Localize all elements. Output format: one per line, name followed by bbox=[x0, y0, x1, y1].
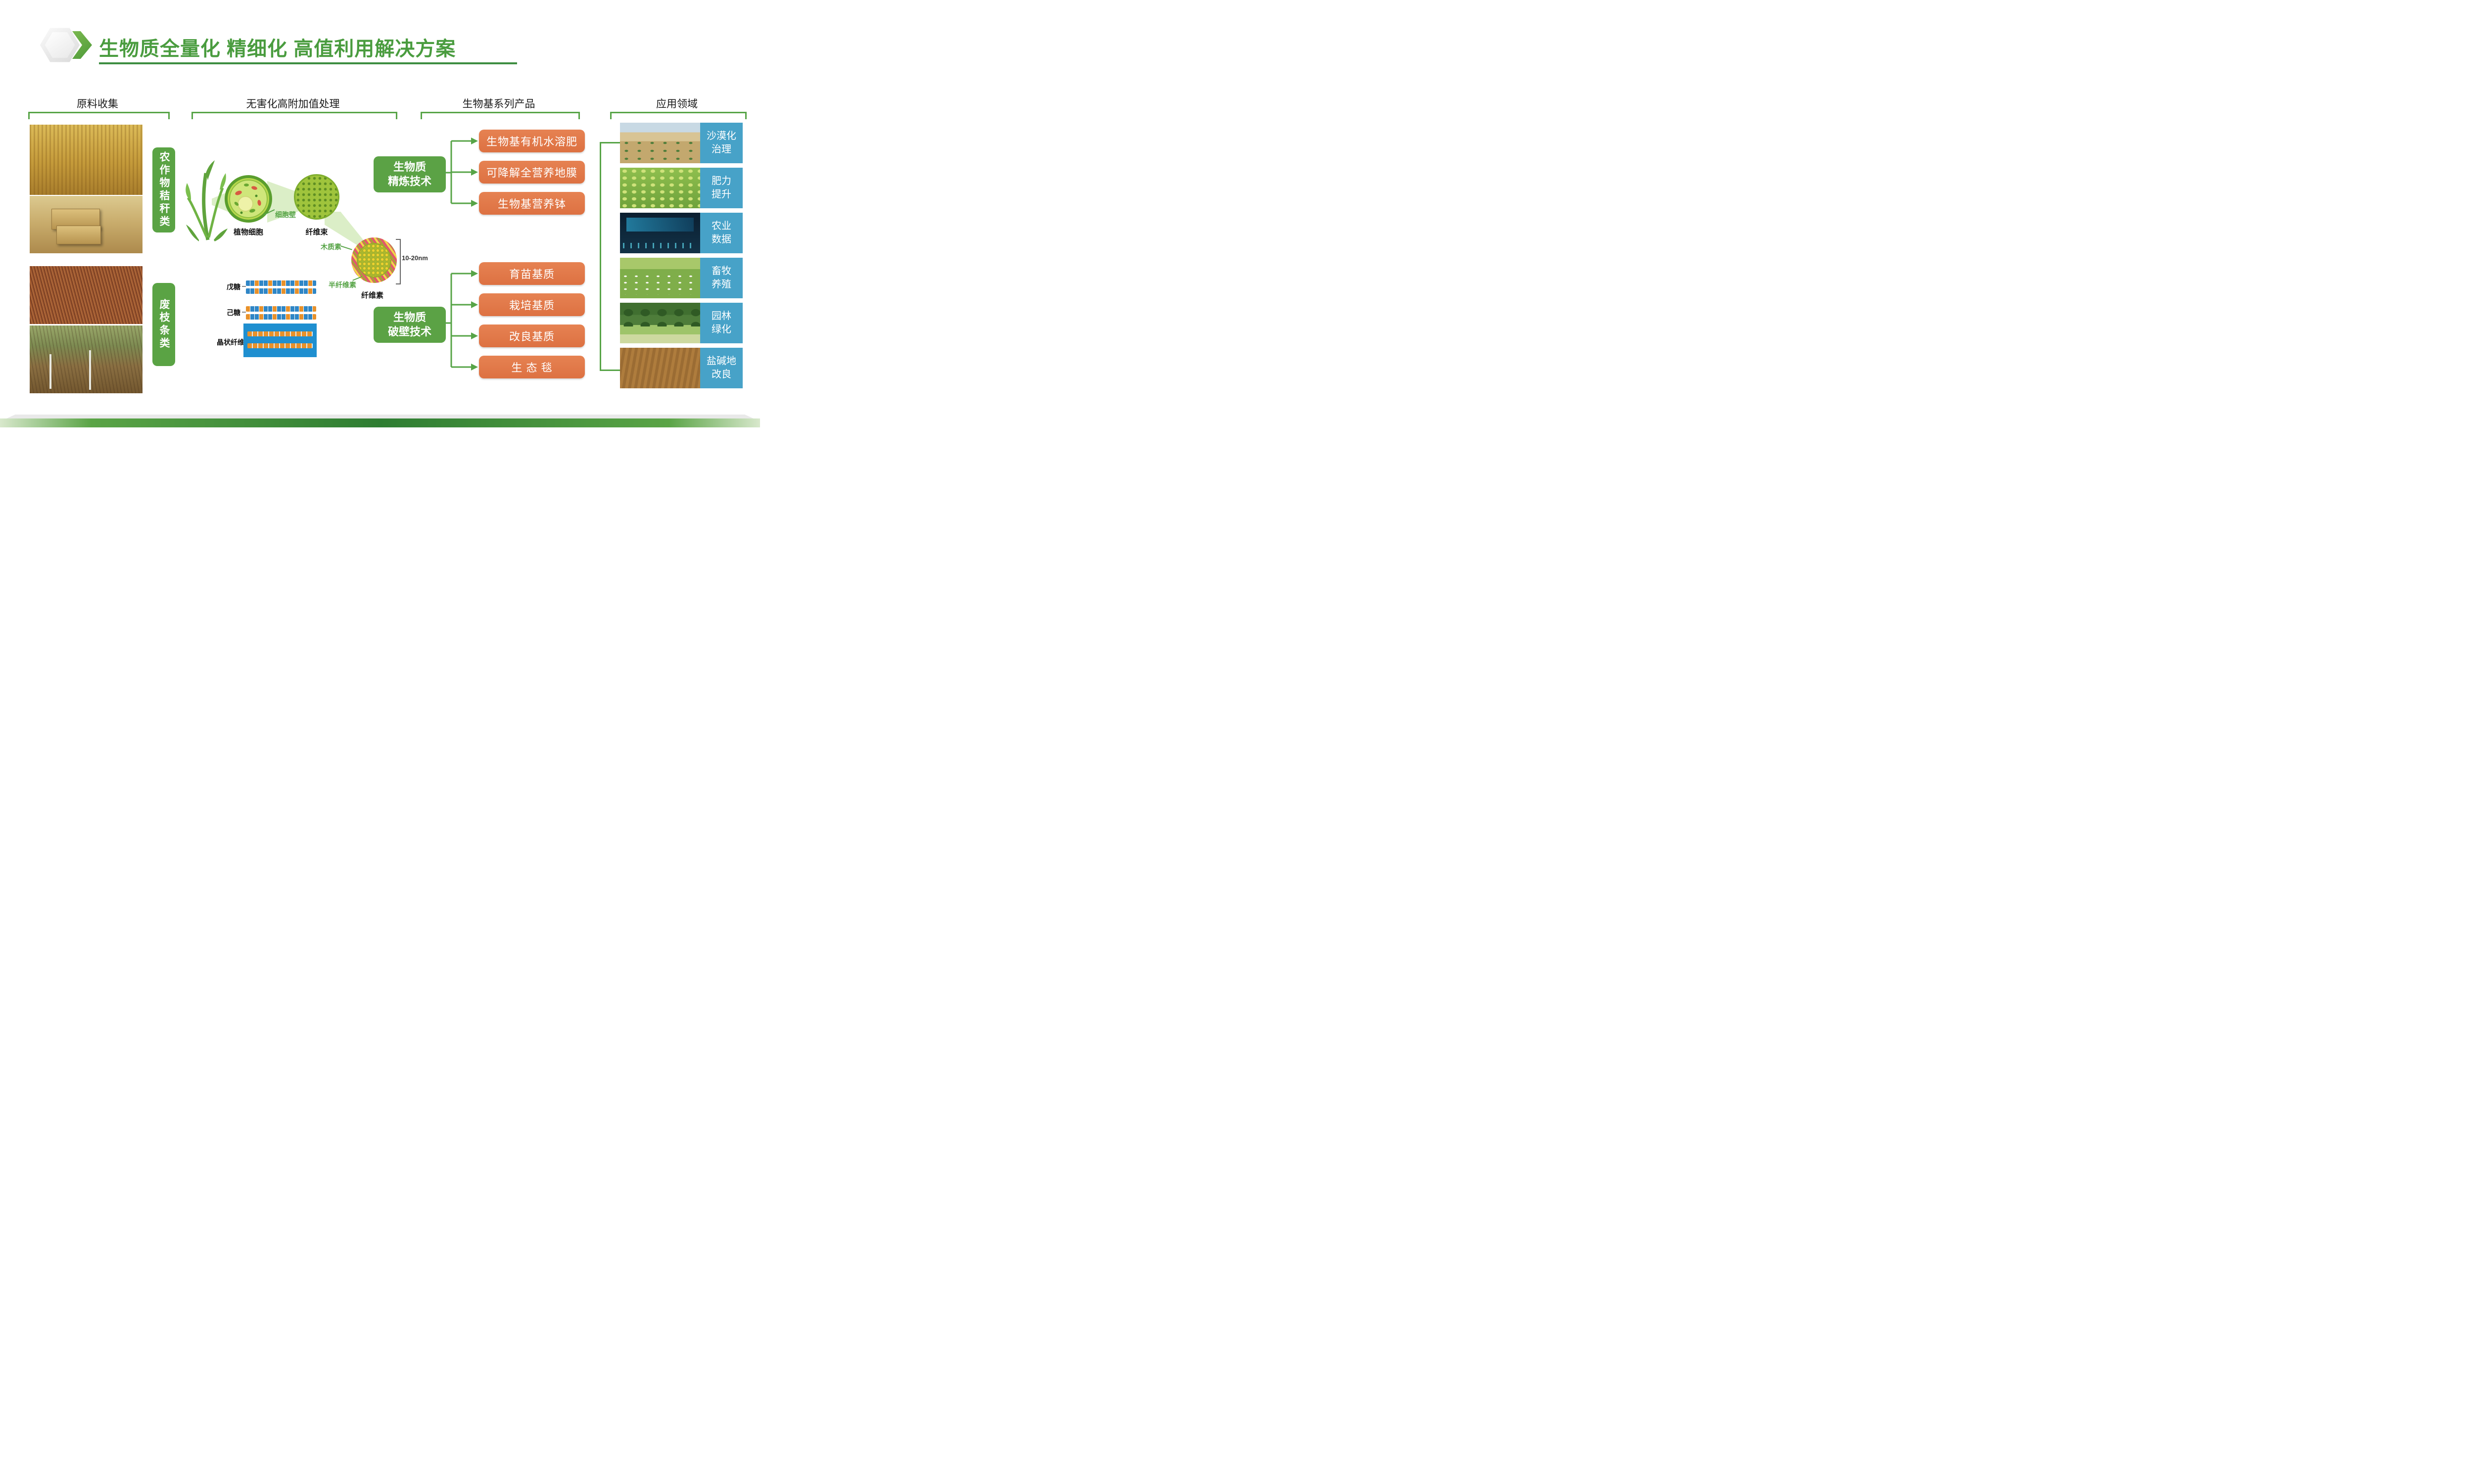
app-photo-livestock bbox=[620, 258, 700, 298]
plant-illustration bbox=[186, 160, 228, 241]
product-button-seedling-substrate: 育苗基质 bbox=[479, 262, 585, 285]
product-button-degradable-mulch-film: 可降解全营养地膜 bbox=[479, 161, 585, 184]
desert-vegetation-patch bbox=[620, 139, 700, 163]
hexose-chain-row bbox=[246, 306, 316, 312]
app-label-fertility: 肥力 提升 bbox=[700, 168, 743, 208]
label-plant-cell: 植物细胞 bbox=[233, 228, 263, 236]
product-button-ecological-blanket: 生 态 毯 bbox=[479, 356, 585, 378]
photo-orchard-branches bbox=[30, 325, 143, 393]
label-crystalline-cellulose: 晶状纤维素 bbox=[217, 338, 251, 346]
crystalline-chain-row bbox=[247, 331, 313, 336]
slide: 生物质全量化 精细化 高值利用解决方案 原料收集 无害化高附加值处理 生物基系列… bbox=[0, 0, 760, 427]
hexose-chain-row bbox=[246, 314, 316, 320]
pentose-chain-row bbox=[246, 280, 316, 286]
connector-refining bbox=[444, 138, 478, 207]
lignin-pointer-line bbox=[340, 245, 352, 250]
bracket-processing bbox=[191, 112, 397, 119]
pentose-chain-row bbox=[246, 288, 316, 294]
tech-box-breaking: 生物质 破壁技术 bbox=[374, 307, 446, 343]
bracket-collection bbox=[28, 112, 170, 119]
applications-bracket bbox=[600, 142, 621, 371]
app-label-desertification: 沙漠化 治理 bbox=[700, 123, 743, 163]
hexose-pointer-line bbox=[242, 312, 246, 313]
data-console bbox=[623, 242, 697, 249]
page-title: 生物质全量化 精细化 高值利用解决方案 bbox=[99, 38, 456, 60]
photo-waste-twigs bbox=[30, 266, 143, 324]
bracket-applications bbox=[610, 112, 747, 119]
tech-box-refining: 生物质 精炼技术 bbox=[374, 156, 446, 193]
group-label-waste-branches: 废枝条类 bbox=[152, 283, 175, 366]
app-photo-landscaping bbox=[620, 303, 700, 343]
section-header-processing: 无害化高附加值处理 bbox=[246, 98, 340, 110]
section-header-products: 生物基系列产品 bbox=[462, 98, 535, 110]
garden-trees bbox=[620, 306, 700, 326]
data-screen bbox=[626, 217, 694, 232]
title-hexagon-inner-icon bbox=[45, 32, 75, 58]
label-hemicellulose: 半纤维素 bbox=[329, 281, 356, 289]
plant-cell-diagram bbox=[225, 175, 272, 223]
app-label-livestock: 畜牧 养殖 bbox=[700, 258, 743, 298]
crystalline-chain-row bbox=[247, 343, 313, 348]
bracket-products bbox=[421, 112, 580, 119]
group-label-crop-straw: 农作物秸秆类 bbox=[152, 147, 175, 232]
app-label-agriculture-data: 农业 数据 bbox=[700, 213, 743, 253]
title-underline bbox=[99, 62, 517, 64]
app-photo-agriculture-data bbox=[620, 213, 700, 253]
microfibril-diagram bbox=[351, 237, 397, 283]
app-label-saline-land: 盐碱地 改良 bbox=[700, 348, 743, 388]
section-header-applications: 应用领域 bbox=[656, 98, 698, 110]
photo-straw-bales bbox=[30, 196, 143, 253]
fiber-bundle-diagram bbox=[294, 174, 339, 220]
cabbage-rows bbox=[620, 168, 700, 208]
label-cellulose: 纤维素 bbox=[361, 291, 384, 300]
pentose-pointer-line bbox=[242, 286, 246, 287]
microfibril-core bbox=[357, 243, 391, 278]
app-photo-desertification bbox=[620, 123, 700, 163]
orchard-pole bbox=[89, 350, 91, 390]
product-button-cultivation-substrate: 栽培基质 bbox=[479, 293, 585, 316]
label-hexose: 己糖 bbox=[227, 309, 240, 317]
product-button-nutrient-pot: 生物基营养钵 bbox=[479, 192, 585, 215]
connector-breaking bbox=[444, 270, 478, 371]
app-photo-saline-land bbox=[620, 348, 700, 388]
section-header-collection: 原料收集 bbox=[77, 98, 118, 110]
straw-bale bbox=[56, 226, 101, 244]
sheep-flock bbox=[620, 273, 700, 295]
scale-label: 10-20nm bbox=[402, 254, 428, 262]
crystalline-cellulose-diagram bbox=[243, 324, 317, 357]
label-pentose: 戊糖 bbox=[227, 283, 240, 291]
label-lignin: 木质素 bbox=[321, 243, 341, 251]
footer-green-bar bbox=[0, 418, 760, 427]
product-button-improvement-substrate: 改良基质 bbox=[479, 325, 585, 347]
label-cell-wall: 细胞壁 bbox=[275, 211, 296, 219]
scale-bracket bbox=[396, 239, 401, 284]
label-fiber-bundle: 纤维束 bbox=[305, 228, 328, 236]
product-button-water-soluble-fertilizer: 生物基有机水溶肥 bbox=[479, 130, 585, 152]
orchard-pole bbox=[49, 354, 51, 389]
app-photo-fertility bbox=[620, 168, 700, 208]
app-label-landscaping: 园林 绿化 bbox=[700, 303, 743, 343]
photo-corn-straw bbox=[30, 125, 143, 195]
